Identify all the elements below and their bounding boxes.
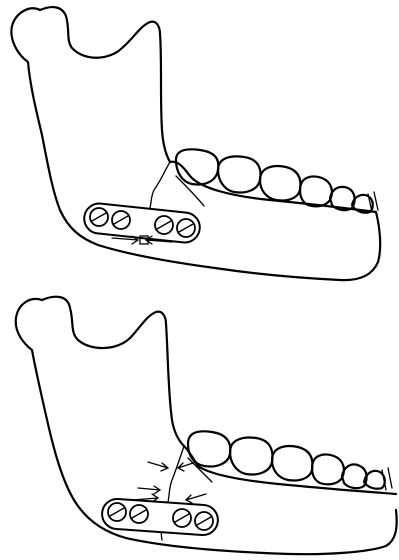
top-sigmoid-notch — [40, 7, 170, 162]
top-tooth-3 — [260, 166, 300, 200]
bottom-fracture-crack — [188, 458, 212, 482]
top-tooth-5 — [330, 187, 355, 210]
bottom-sigmoid-notch — [42, 297, 184, 446]
top-fracture-crack — [176, 176, 204, 206]
bottom-tooth-3 — [272, 446, 312, 480]
bottom-arrow-upper-right — [178, 462, 196, 471]
bottom-tooth-1 — [188, 431, 230, 466]
top-teeth — [176, 149, 378, 212]
top-tooth-4 — [300, 177, 332, 207]
bottom-arrow-upper-left — [148, 462, 168, 471]
bottom-teeth — [188, 431, 392, 490]
bottom-tooth-2 — [230, 438, 272, 475]
top-mandible-outline — [11, 8, 380, 280]
bottom-arrow-mid-left — [138, 486, 160, 494]
top-tooth-2 — [218, 156, 260, 192]
top-fixation-plate — [83, 202, 202, 244]
bottom-fixation-plate — [101, 498, 219, 536]
top-mandible-panel — [11, 7, 380, 280]
bottom-tooth-4 — [312, 455, 344, 485]
bottom-mandible-panel — [16, 297, 397, 554]
bottom-tooth-5 — [342, 464, 367, 488]
bottom-arrow-lower-right — [186, 494, 206, 503]
